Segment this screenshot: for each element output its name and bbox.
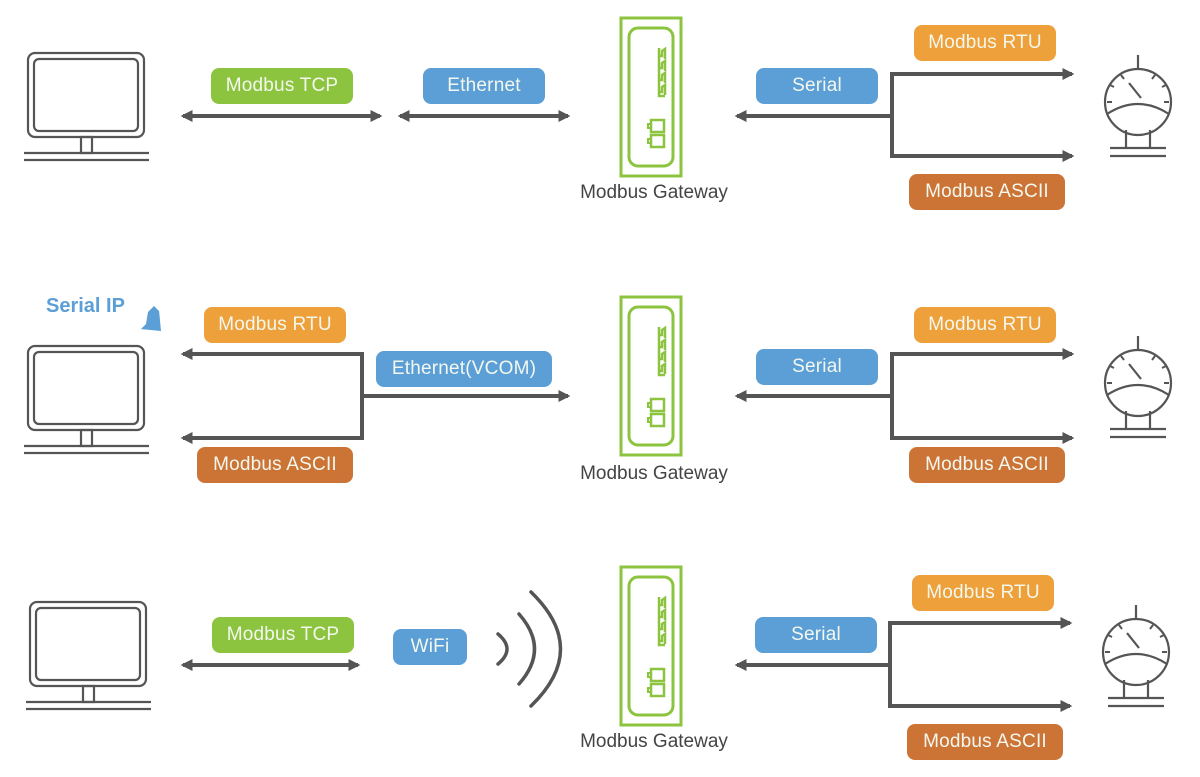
pointer-arrow-icon — [140, 306, 161, 331]
modbus-gateway-icon — [619, 16, 683, 178]
badge-serial: Serial — [755, 617, 877, 653]
gauge-meter-icon — [1103, 334, 1173, 439]
branch-connector — [888, 621, 1068, 708]
badge-modbus-ascii: Modbus ASCII — [909, 174, 1065, 210]
badge-modbus-tcp: Modbus TCP — [211, 68, 353, 104]
badge-serial: Serial — [756, 68, 878, 104]
computer-monitor-icon — [24, 600, 153, 711]
badge-modbus-rtu: Modbus RTU — [204, 307, 346, 343]
computer-monitor-icon — [22, 344, 151, 455]
badge-serial: Serial — [756, 349, 878, 385]
badge-modbus-ascii: Modbus ASCII — [197, 447, 353, 483]
wifi-signal-icon — [496, 590, 563, 708]
modbus-gateway-icon — [619, 565, 683, 727]
badge-modbus-ascii: Modbus ASCII — [907, 724, 1063, 760]
gauge-meter-icon — [1101, 603, 1171, 708]
badge-wifi: WiFi — [393, 629, 467, 665]
badge-modbus-rtu: Modbus RTU — [912, 575, 1054, 611]
gauge-meter-icon — [1103, 53, 1173, 158]
computer-monitor-icon — [22, 51, 151, 162]
badge-modbus-rtu: Modbus RTU — [914, 307, 1056, 343]
badge-ethernet-vcom: Ethernet(VCOM) — [376, 351, 552, 387]
gateway-label: Modbus Gateway — [580, 463, 728, 484]
gateway-label: Modbus Gateway — [580, 731, 728, 752]
badge-modbus-rtu: Modbus RTU — [914, 25, 1056, 61]
branch-connector — [890, 72, 1070, 158]
badge-ethernet: Ethernet — [423, 68, 545, 104]
modbus-gateway-icon — [619, 295, 683, 457]
branch-connector — [890, 352, 1070, 440]
serial-ip-annotation: Serial IP — [46, 295, 125, 317]
gateway-label: Modbus Gateway — [580, 182, 728, 203]
badge-modbus-ascii: Modbus ASCII — [909, 447, 1065, 483]
branch-connector-client — [186, 352, 364, 440]
badge-modbus-tcp: Modbus TCP — [212, 617, 354, 653]
